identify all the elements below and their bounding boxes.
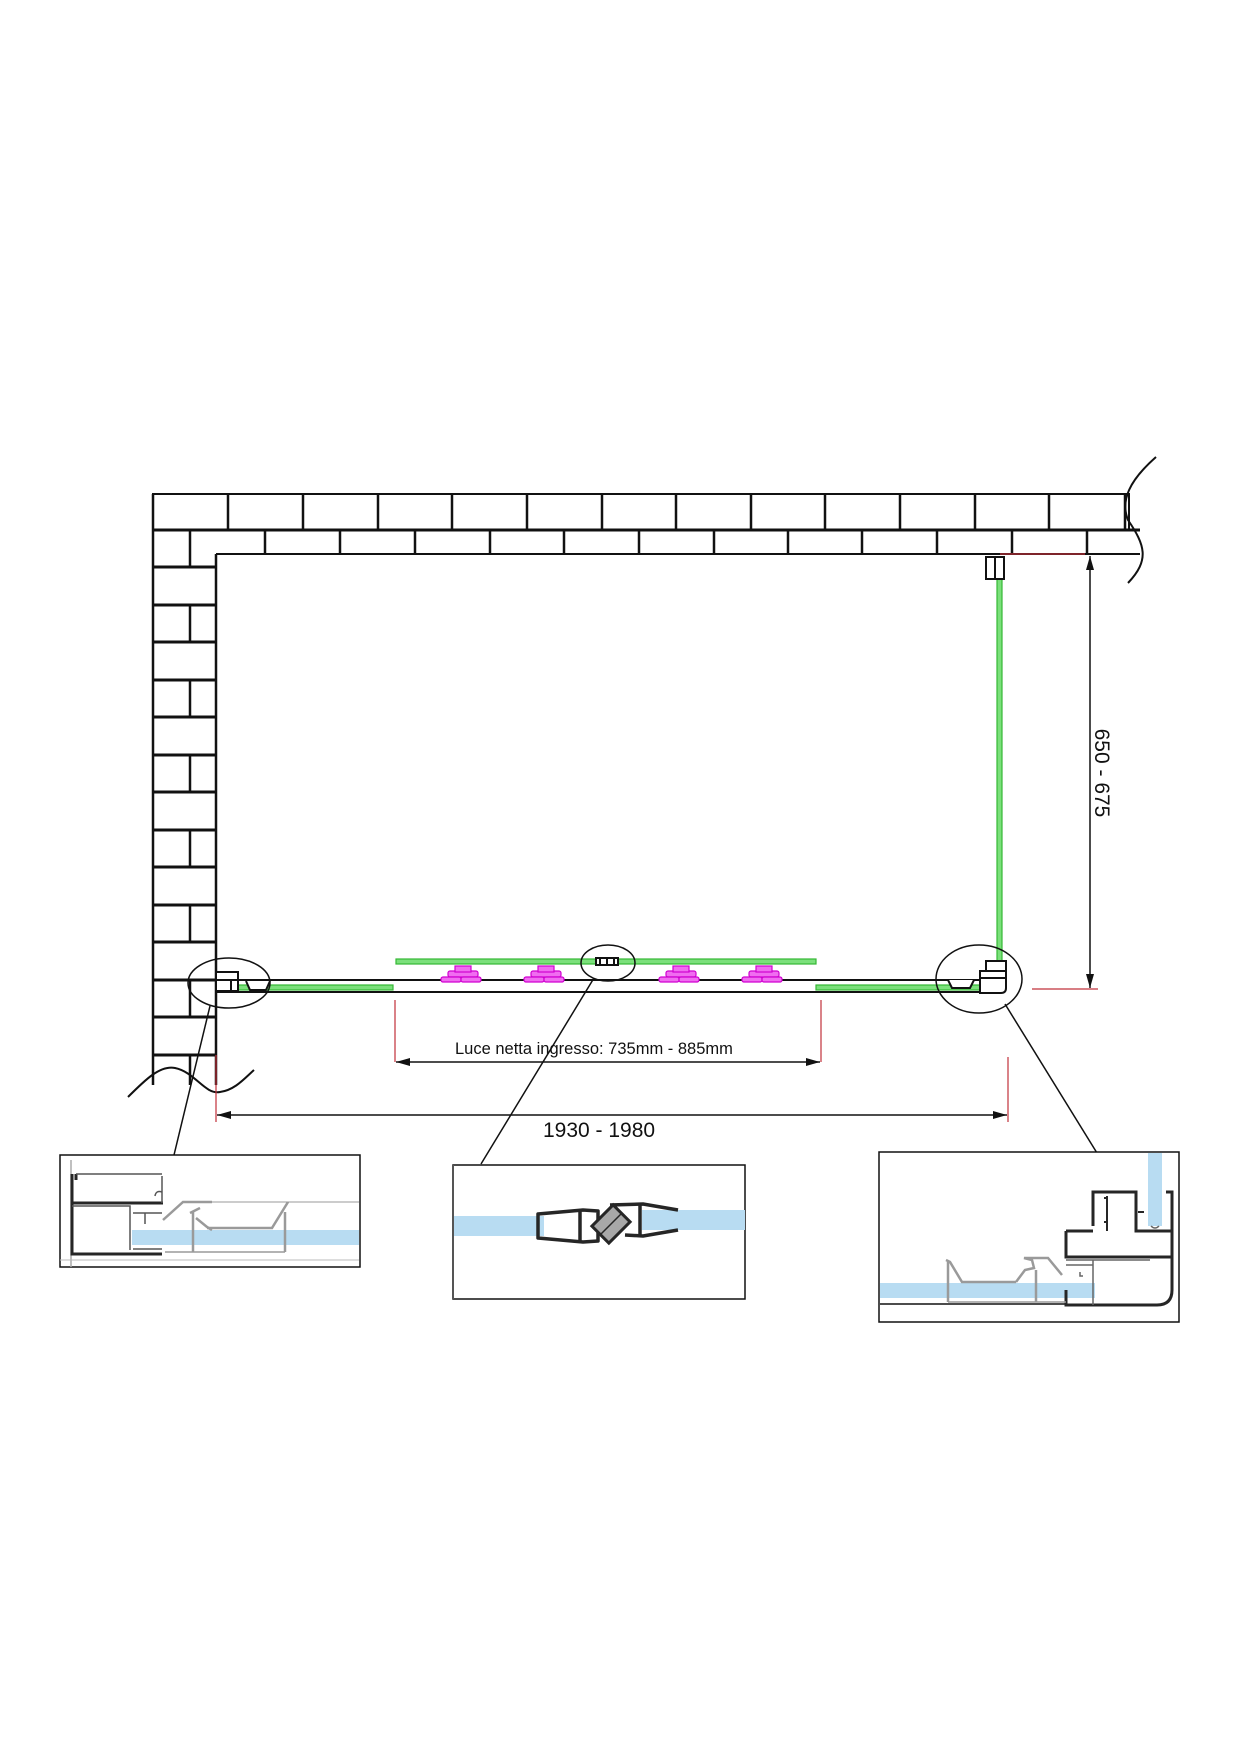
glass-left	[454, 1216, 544, 1236]
sliding-glass-right	[605, 958, 817, 965]
detail-circles	[187, 944, 1023, 1014]
roller-1	[440, 965, 482, 983]
detail-circle-right	[935, 944, 1023, 1014]
roller-3	[658, 965, 700, 983]
glass-front	[880, 1283, 1095, 1298]
back-brick-wall	[152, 493, 1140, 567]
left-profile-glyph	[215, 971, 271, 992]
side-brick-wall	[151, 494, 218, 1085]
depth-label: 650 - 675	[1090, 729, 1113, 818]
detail-circle-left	[187, 957, 271, 1009]
glass-panels	[234, 576, 1003, 991]
callout-left-wall-profile	[59, 1154, 361, 1268]
corner-profile-glyph	[947, 960, 1007, 994]
side-glass-panel	[996, 576, 1003, 971]
callout-corner-profile	[878, 1151, 1180, 1323]
tray-front-lines	[216, 979, 1000, 993]
sliding-glass-left	[395, 958, 607, 965]
roller-2	[523, 965, 565, 983]
width-label: 1930 - 1980	[543, 1119, 655, 1142]
glass-section	[132, 1230, 359, 1245]
callout-magnetic-seal	[452, 1164, 746, 1300]
depth-dimension	[1000, 553, 1098, 990]
leader-lines	[173, 977, 1098, 1165]
wall-break-wave-right	[1124, 456, 1157, 584]
glass-right	[642, 1210, 745, 1230]
width-dimension	[215, 1055, 1009, 1122]
glass-side	[1148, 1153, 1162, 1226]
rollers	[440, 965, 783, 983]
wall-break-wave-bottom	[127, 1066, 255, 1098]
center-seal-glyph	[595, 957, 619, 966]
entrance-opening-label: Luce netta ingresso: 735mm - 885mm	[455, 1040, 733, 1058]
entrance-dimension	[394, 1000, 822, 1066]
detail-circle-center	[580, 944, 636, 982]
side-panel-top-profile	[985, 556, 1005, 580]
roller-4	[741, 965, 783, 983]
